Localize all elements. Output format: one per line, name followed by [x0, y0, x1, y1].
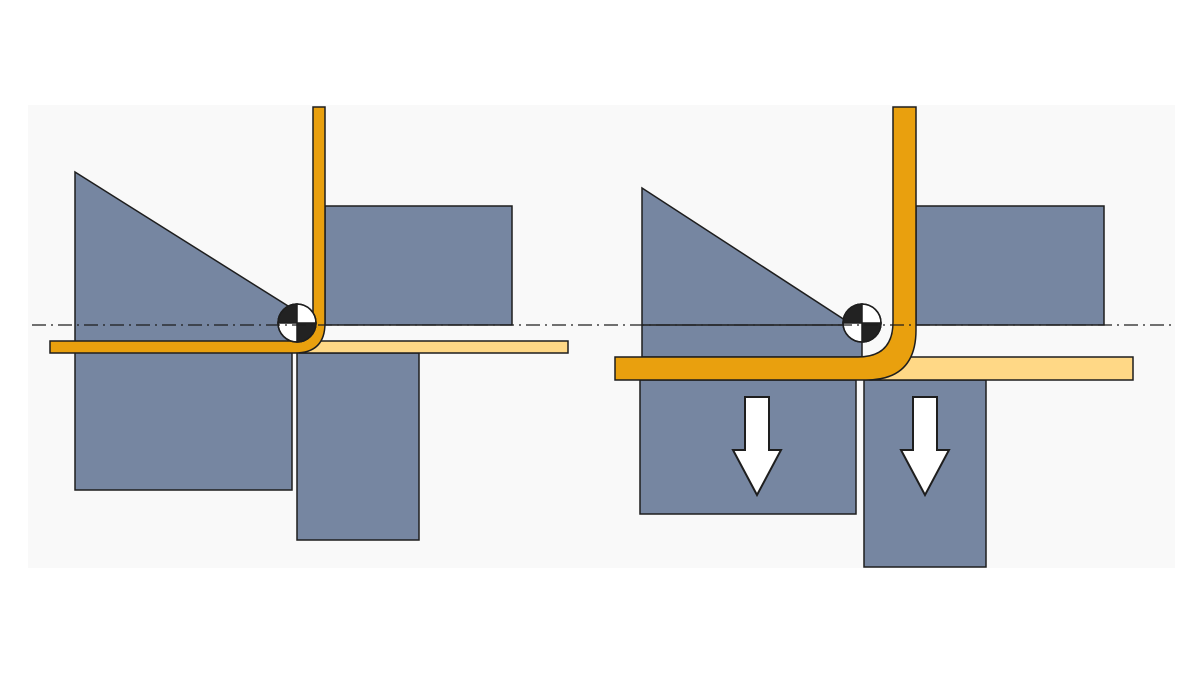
upper-clamp-block — [324, 205, 513, 326]
bent-sheet — [614, 106, 917, 381]
flat-sheet — [299, 340, 569, 354]
pivot-marker-icon — [277, 303, 317, 343]
panel-before-pressing — [49, 106, 569, 541]
down-arrow-icon — [899, 396, 951, 498]
left-wedge-die — [74, 170, 293, 491]
lower-block — [296, 352, 420, 541]
panel-during-pressing — [614, 106, 1134, 568]
upper-clamp-block — [915, 205, 1105, 326]
down-arrow-icon — [731, 396, 783, 498]
pivot-marker-icon — [842, 303, 882, 343]
